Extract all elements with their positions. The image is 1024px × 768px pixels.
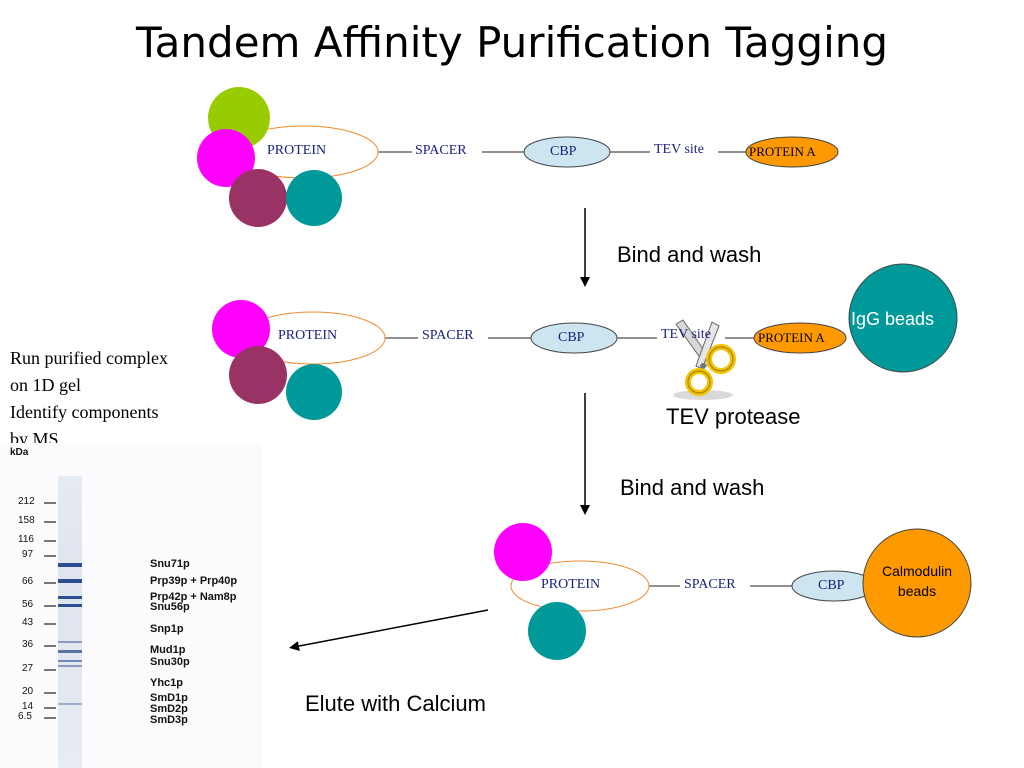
marker-label: 20 bbox=[22, 686, 34, 697]
marker-label: 14 bbox=[22, 701, 34, 712]
marker-label: 43 bbox=[22, 617, 34, 628]
protein-a-tag bbox=[753, 322, 847, 354]
gel-protein-label: Yhc1p bbox=[150, 677, 184, 689]
sidenote-line: on 1D gel bbox=[10, 375, 81, 395]
protein-a-label: PROTEIN A bbox=[758, 330, 825, 345]
interactor-teal bbox=[286, 364, 342, 420]
marker-label: 212 bbox=[18, 496, 35, 507]
interactor-plum bbox=[229, 169, 287, 227]
gel-band bbox=[58, 660, 82, 662]
gel-band bbox=[58, 650, 82, 653]
sidenote: Run purified complex on 1D gel Identify … bbox=[10, 345, 168, 453]
interactor-teal bbox=[528, 602, 586, 660]
protein-ellipse bbox=[510, 560, 650, 612]
interactor-magenta bbox=[494, 523, 552, 581]
gel-band bbox=[58, 563, 82, 567]
gel-protein-label: Prp42p + Nam8p bbox=[150, 591, 237, 603]
spacer-label: SPACER bbox=[684, 577, 736, 592]
igg-beads-label: IgG beads bbox=[851, 309, 935, 329]
arrow-elute bbox=[289, 609, 489, 651]
gel-lane bbox=[58, 476, 82, 768]
gel-protein-label: Snp1p bbox=[150, 623, 184, 635]
spacer-label: SPACER bbox=[415, 143, 467, 158]
spacer-label: SPACER bbox=[422, 328, 474, 343]
tev-site-bg bbox=[650, 142, 718, 160]
bind-wash-label-1: Bind and wash bbox=[617, 242, 762, 267]
cbp-label: CBP bbox=[558, 330, 585, 345]
marker-label: 36 bbox=[22, 639, 34, 650]
interactor-plum bbox=[229, 346, 287, 404]
gel-protein-label: Prp39p + Prp40p bbox=[150, 575, 238, 587]
spacer-bg bbox=[412, 143, 482, 161]
marker-label: 6.5 bbox=[18, 711, 32, 722]
gel-protein-label: Snu56p bbox=[150, 601, 190, 613]
gel-band bbox=[58, 596, 82, 599]
spacer-bg bbox=[680, 576, 750, 594]
calmodulin-bead bbox=[862, 528, 972, 638]
gel-band bbox=[58, 604, 82, 607]
tev-protease-label: TEV protease bbox=[666, 404, 801, 429]
bind-wash-label-2: Bind and wash bbox=[620, 475, 765, 500]
sidenote-line: Identify components bbox=[10, 402, 159, 422]
gel-protein-label: SmD3p bbox=[150, 714, 188, 726]
gel-image bbox=[0, 443, 262, 768]
protein-a-label: PROTEIN A bbox=[749, 144, 816, 159]
marker-label: 97 bbox=[22, 549, 34, 560]
tev-site-label: TEV site bbox=[661, 327, 711, 342]
calmodulin-label-line1: Calmodulin bbox=[881, 563, 953, 579]
gel-band bbox=[58, 579, 82, 583]
gel-protein-label: SmD1p bbox=[150, 692, 188, 704]
gel-band bbox=[58, 703, 82, 705]
construct-3 bbox=[494, 523, 972, 660]
protein-label: PROTEIN bbox=[541, 577, 601, 592]
page-title: Tandem Affinity Purification Tagging bbox=[135, 18, 889, 67]
marker-label: 27 bbox=[22, 663, 34, 674]
protein-a-tag bbox=[745, 136, 839, 168]
gel-band bbox=[58, 641, 82, 643]
interactor-magenta bbox=[197, 129, 255, 187]
calmodulin-label-line2: beads bbox=[897, 583, 937, 599]
spacer-bg bbox=[418, 328, 488, 346]
marker-label: 56 bbox=[22, 599, 34, 610]
gel-protein-label: Snu30p bbox=[150, 656, 190, 668]
marker-label: 66 bbox=[22, 576, 34, 587]
gel-protein-label: Mud1p bbox=[150, 644, 186, 656]
cbp-label: CBP bbox=[550, 144, 577, 159]
protein-label: PROTEIN bbox=[267, 143, 327, 158]
sidenote-line: Run purified complex bbox=[10, 348, 168, 368]
scissors-icon bbox=[673, 319, 736, 400]
protein-label: PROTEIN bbox=[278, 328, 338, 343]
marker-label: 116 bbox=[18, 534, 34, 545]
igg-bead bbox=[848, 263, 958, 373]
tev-site-label: TEV site bbox=[654, 142, 704, 157]
marker-label: 158 bbox=[18, 515, 35, 526]
gel-unit: kDa bbox=[10, 447, 29, 458]
cbp-tag bbox=[523, 136, 611, 168]
elute-label: Elute with Calcium bbox=[305, 691, 486, 716]
cbp-label: CBP bbox=[818, 578, 845, 593]
cbp-tag bbox=[530, 322, 618, 354]
interactor-teal bbox=[286, 170, 342, 226]
interactor-magenta bbox=[212, 300, 270, 358]
gel-protein-label: SmD2p bbox=[150, 703, 188, 715]
construct-1 bbox=[197, 87, 839, 227]
gel-band bbox=[58, 665, 82, 667]
gel-protein-label: Snu71p bbox=[150, 558, 190, 570]
